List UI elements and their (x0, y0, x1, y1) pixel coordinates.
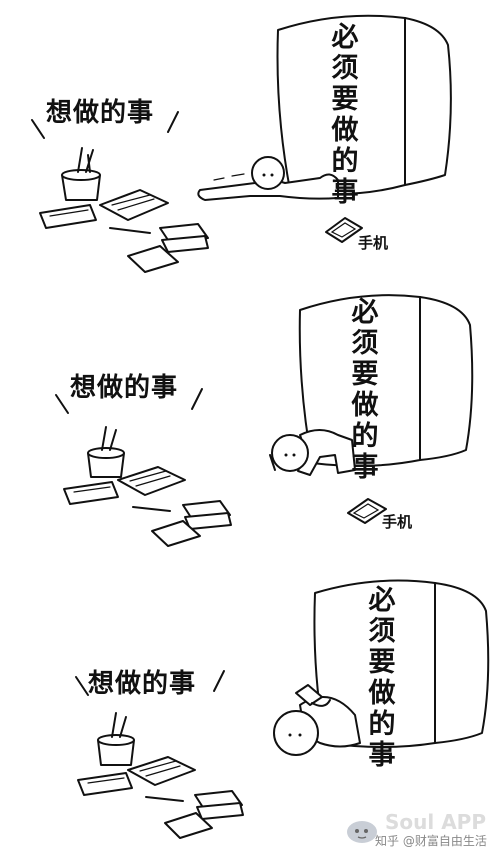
want-to-do-label-3: 想做的事 (88, 669, 197, 699)
ruler-stack-2 (63, 481, 119, 505)
phone-in-hand-3 (295, 684, 323, 706)
watermark-credit: 知乎 @财富自由生活 (375, 834, 487, 848)
person-pushing-2 (269, 429, 356, 476)
notebook-1 (127, 245, 179, 273)
must-do-label-3: 必须要做的事 (368, 585, 396, 771)
must-do-label-2: 必须要做的事 (351, 297, 379, 483)
person-lying-1 (197, 156, 339, 201)
phone-label-2: 手机 (382, 513, 413, 531)
sketchbook-1 (99, 189, 169, 221)
sketchbook-2 (117, 466, 186, 496)
comic-panel-1: 想做的事 必须要做的事 手机 (0, 0, 497, 285)
emphasis-stroke-right-2 (191, 388, 203, 410)
soul-logo-icon (347, 821, 377, 843)
big-box-2 (298, 294, 474, 467)
pencil-3 (145, 796, 184, 802)
person-leaning-3 (273, 684, 361, 756)
comic-panel-2: 想做的事 必须要做的事 手机 (0, 285, 497, 575)
pencil-2 (132, 506, 171, 512)
panel-2-drawing (55, 294, 474, 547)
big-box-3 (313, 579, 490, 748)
emphasis-stroke-left-3 (75, 676, 89, 696)
phone-label-1: 手机 (358, 234, 389, 252)
ruler-stack-1 (39, 204, 97, 229)
want-to-do-label-1: 想做的事 (46, 98, 155, 128)
emphasis-stroke-left-1 (31, 119, 45, 139)
watermark-app-name: Soul APP (385, 810, 486, 834)
emphasis-stroke-right-1 (167, 111, 179, 133)
phone-2 (347, 498, 387, 524)
books-3 (194, 790, 244, 820)
comic-panel-3: 想做的事 必须要做的事 (0, 575, 497, 867)
paint-bucket-3 (97, 712, 135, 766)
emphasis-stroke-right-3 (213, 670, 225, 692)
big-box-1 (276, 14, 452, 195)
phone-1 (325, 217, 363, 243)
paint-bucket-2 (87, 426, 125, 478)
paint-bucket-1 (61, 147, 101, 201)
sketchbook-3 (127, 756, 196, 786)
emphasis-stroke-left-2 (55, 394, 69, 414)
panel-3-drawing (75, 579, 490, 839)
pencil-1 (109, 227, 151, 234)
must-do-label-1: 必须要做的事 (331, 22, 359, 208)
panel-1-drawing (31, 14, 452, 273)
books-2 (182, 500, 232, 530)
want-to-do-label-2: 想做的事 (70, 373, 179, 403)
watermark: Soul APP 知乎 @财富自由生活 (345, 810, 495, 852)
ruler-stack-3 (77, 772, 133, 796)
books-1 (159, 223, 209, 253)
notebook-2 (151, 520, 201, 547)
notebook-3 (164, 812, 213, 839)
